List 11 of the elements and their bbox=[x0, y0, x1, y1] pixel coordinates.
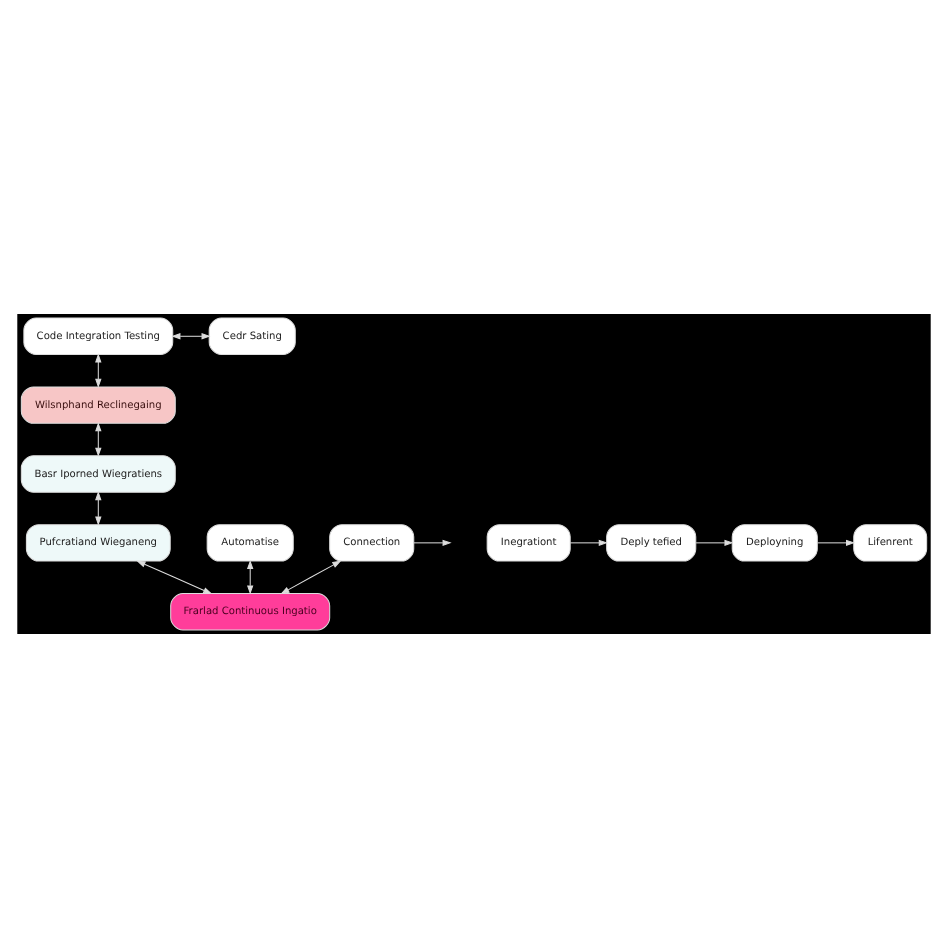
arrow bbox=[95, 491, 102, 526]
arrow bbox=[280, 560, 342, 595]
arrow bbox=[817, 539, 856, 547]
arrow bbox=[569, 539, 608, 547]
arrow bbox=[136, 560, 213, 595]
arrow bbox=[95, 422, 102, 457]
arrow bbox=[413, 539, 452, 547]
arrow bbox=[95, 353, 102, 388]
arrow bbox=[171, 333, 211, 340]
arrow bbox=[695, 539, 734, 547]
arrow bbox=[247, 559, 254, 595]
